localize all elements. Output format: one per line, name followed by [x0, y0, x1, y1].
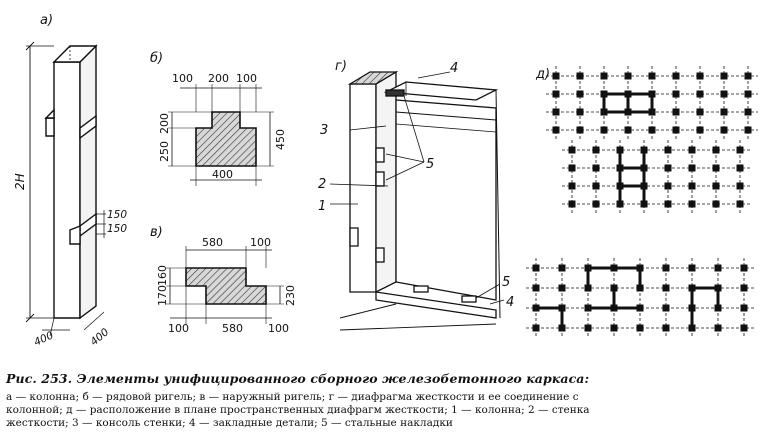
column-side-face [79, 44, 97, 320]
v-dim-right: 230 [284, 285, 297, 306]
panel-g-label: г) [335, 59, 347, 74]
panel-a-column: а) 2Н 150 150 400 400 [13, 13, 127, 349]
panel-v-external-beam: в) 580 100 160 170 230 100 580 100 [150, 225, 297, 335]
caption-line-1: а — колонна; б — рядовой ригель; в — нар… [6, 391, 579, 403]
panel-b-row-beam: б) 100 200 100 200 250 450 400 [150, 51, 287, 186]
g-label-3: 3 [320, 123, 328, 138]
column-top-face [52, 45, 98, 63]
b-dim-top-3: 100 [236, 72, 257, 85]
height-label: 2Н [13, 173, 27, 190]
plan-grid-3 [526, 258, 754, 338]
base-dim-right: 400 [88, 326, 111, 348]
v-section [185, 267, 267, 305]
panel-g-diaphragm: г) 3 2 1 [318, 59, 514, 331]
v-dim-top-2: 100 [250, 236, 271, 249]
dim-150-bottom: 150 [107, 223, 127, 235]
b-section [195, 111, 257, 167]
v-dim-left-1: 160 [156, 265, 169, 286]
figure-drawing: а) 2Н 150 150 400 400 б) [13, 13, 758, 349]
g-label-4-top: 4 [450, 61, 458, 76]
caption-line-3: жесткости; 3 — консоль стенки; 4 — закла… [6, 417, 453, 429]
b-dim-top-2: 200 [208, 72, 229, 85]
base-dim-left: 400 [32, 329, 56, 348]
plan-grid-1 [546, 66, 758, 140]
panel-v-label: в) [150, 225, 163, 240]
column-front-face [53, 61, 81, 319]
v-dim-left-2: 170 [156, 285, 169, 306]
g-label-2: 2 [318, 177, 326, 192]
g-bottom-beam [375, 291, 497, 319]
panel-d-plans: д) [526, 66, 758, 338]
panel-a-label: а) [40, 13, 53, 28]
column-console-upper [79, 114, 97, 140]
g-label-5-bottom: 5 [502, 275, 510, 290]
v-dim-bottom-1: 100 [168, 322, 189, 335]
g-column-top [347, 71, 399, 85]
g-wall [395, 99, 497, 301]
caption-line-2: колонной; д — расположение в плане прост… [6, 404, 590, 416]
g-column [349, 83, 377, 293]
b-dim-left-1: 200 [158, 113, 171, 134]
g-label-5-mid: 5 [426, 157, 434, 172]
b-dim-right: 450 [274, 129, 287, 150]
g-label-1: 1 [318, 199, 326, 214]
v-dim-top-1: 580 [202, 236, 223, 249]
panel-b-label: б) [150, 51, 163, 66]
panel-d-label: д) [535, 67, 550, 82]
plan-grid-2 [562, 140, 750, 214]
b-dim-left-2: 250 [158, 141, 171, 162]
g-label-4-bottom: 4 [506, 295, 514, 310]
dim-150-top: 150 [107, 209, 127, 221]
v-dim-bottom-2: 580 [222, 322, 243, 335]
b-dim-top-1: 100 [172, 72, 193, 85]
b-dim-bottom: 400 [212, 168, 233, 181]
v-dim-bottom-3: 100 [268, 322, 289, 335]
g-steel-plate [385, 89, 405, 97]
caption-title: Рис. 253. Элементы унифицированного сбор… [6, 371, 590, 386]
